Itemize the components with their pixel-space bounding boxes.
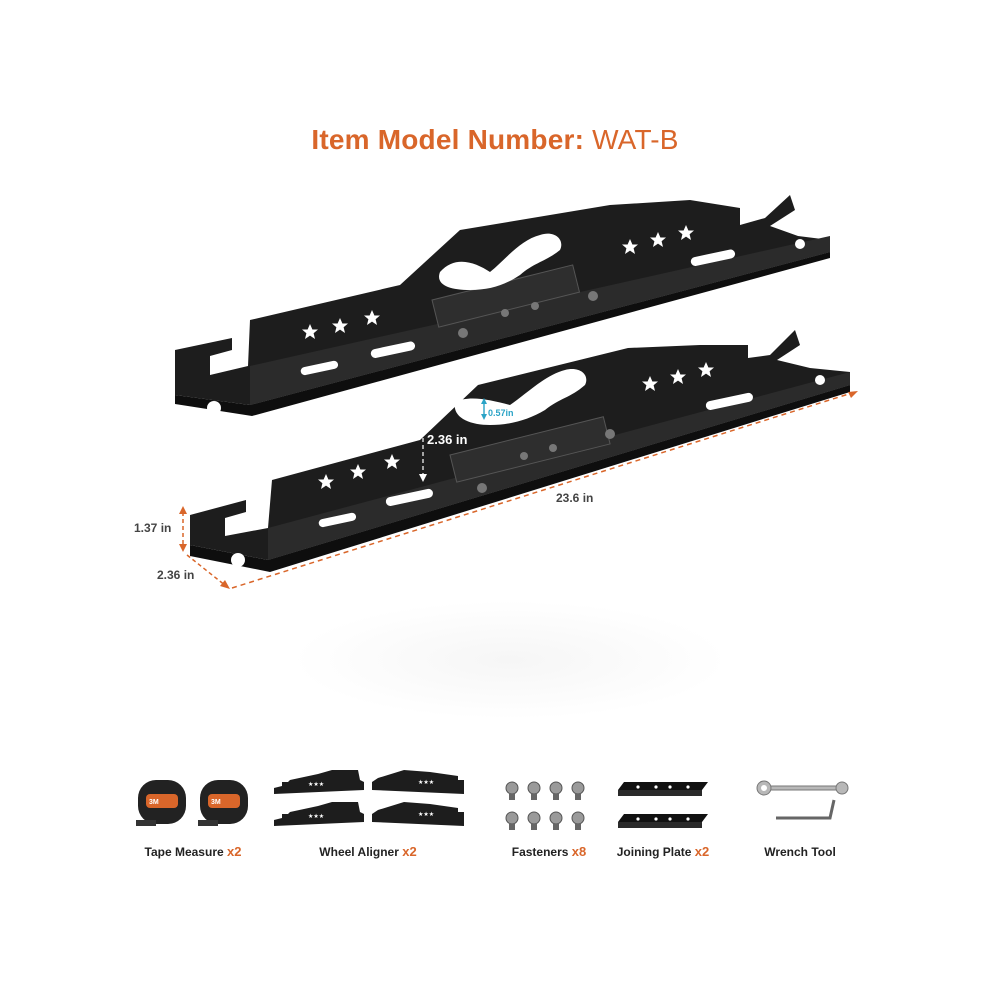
kit-label: Fasteners x8 xyxy=(494,844,604,859)
kit-item-joining-plate: Joining Plate x2 xyxy=(608,760,718,870)
kit-qty: x8 xyxy=(571,844,587,859)
wheel-aligner-icon: ★★★ ★★★ ★★★ ★★★ xyxy=(274,770,464,826)
flange-depth-label: 2.36 in xyxy=(157,568,194,582)
kit-label: Tape Measure x2 xyxy=(128,844,258,859)
kit-name: Fasteners xyxy=(511,845,569,859)
kit-item-wheel-aligner: ★★★ ★★★ ★★★ ★★★ Wheel Aligner x2 xyxy=(268,760,468,870)
kit-label: Wheel Aligner x2 xyxy=(268,844,468,859)
kit-qty: x2 xyxy=(227,844,242,859)
kit-label: Wrench Tool xyxy=(750,844,850,859)
dimension-annotations xyxy=(179,391,858,589)
kit-item-wrench-tool: Wrench Tool xyxy=(750,760,850,870)
kit-name: Joining Plate xyxy=(616,845,692,859)
kit-label: Joining Plate x2 xyxy=(608,844,718,859)
joining-plate-icon xyxy=(618,782,708,828)
length-label: 23.6 in xyxy=(556,491,593,505)
tape-brand-logo: 3M xyxy=(211,799,221,806)
svg-text:★★★: ★★★ xyxy=(418,779,434,786)
svg-text:★★★: ★★★ xyxy=(308,813,324,820)
svg-text:★★★: ★★★ xyxy=(308,781,324,788)
kit-name: Wheel Aligner xyxy=(319,845,399,859)
model-label: Item Model Number: xyxy=(311,124,585,155)
fasteners-icon xyxy=(505,781,585,830)
item-model-title: Item Model Number: WAT-B xyxy=(0,124,990,156)
svg-text:★★★: ★★★ xyxy=(418,811,434,818)
kit-item-tape-measure: 3M 3M Tape Measure x2 xyxy=(128,760,258,870)
wrench-icon xyxy=(756,780,849,820)
tape-measure-icon: 3M 3M xyxy=(136,780,248,826)
kit-name: Wrench Tool xyxy=(764,845,836,859)
kit-name: Tape Measure xyxy=(144,845,224,859)
tape-brand-logo: 3M xyxy=(149,799,159,806)
kit-item-fasteners: Fasteners x8 xyxy=(494,760,604,870)
wheel-aligner-bracket-bottom xyxy=(190,330,850,572)
kit-qty: x2 xyxy=(694,844,710,859)
flange-height-label: 1.37 in xyxy=(134,521,171,535)
kit-contents: 3M 3M Tape Measure x2 ★★★ ★★★ xyxy=(0,760,990,880)
slot-height-label: 0.57in xyxy=(488,408,514,418)
kit-qty: x2 xyxy=(402,844,417,859)
bracket-height-label: 2.36 in xyxy=(427,432,468,447)
wheel-aligner-bracket-top xyxy=(175,195,830,416)
model-number: WAT-B xyxy=(592,124,679,155)
shadow-glow xyxy=(290,600,730,720)
